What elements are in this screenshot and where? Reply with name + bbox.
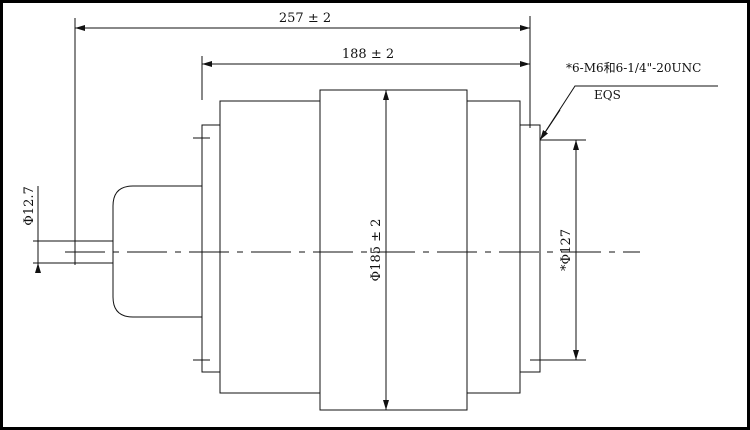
- thread-note: *6-M6和6-1/4"-20UNC: [566, 61, 701, 75]
- dim-label-185: Φ185 ± 2: [369, 219, 384, 282]
- dim-label-127: *Φ127: [559, 229, 574, 271]
- dim-label-257: 257 ± 2: [279, 11, 331, 26]
- dim-label-188: 188 ± 2: [342, 47, 394, 62]
- dim-label-shaft: Φ12.7: [22, 186, 37, 226]
- sheet: [3, 3, 747, 427]
- right-flange: [519, 124, 541, 373]
- thread-note-sub: EQS: [594, 88, 621, 102]
